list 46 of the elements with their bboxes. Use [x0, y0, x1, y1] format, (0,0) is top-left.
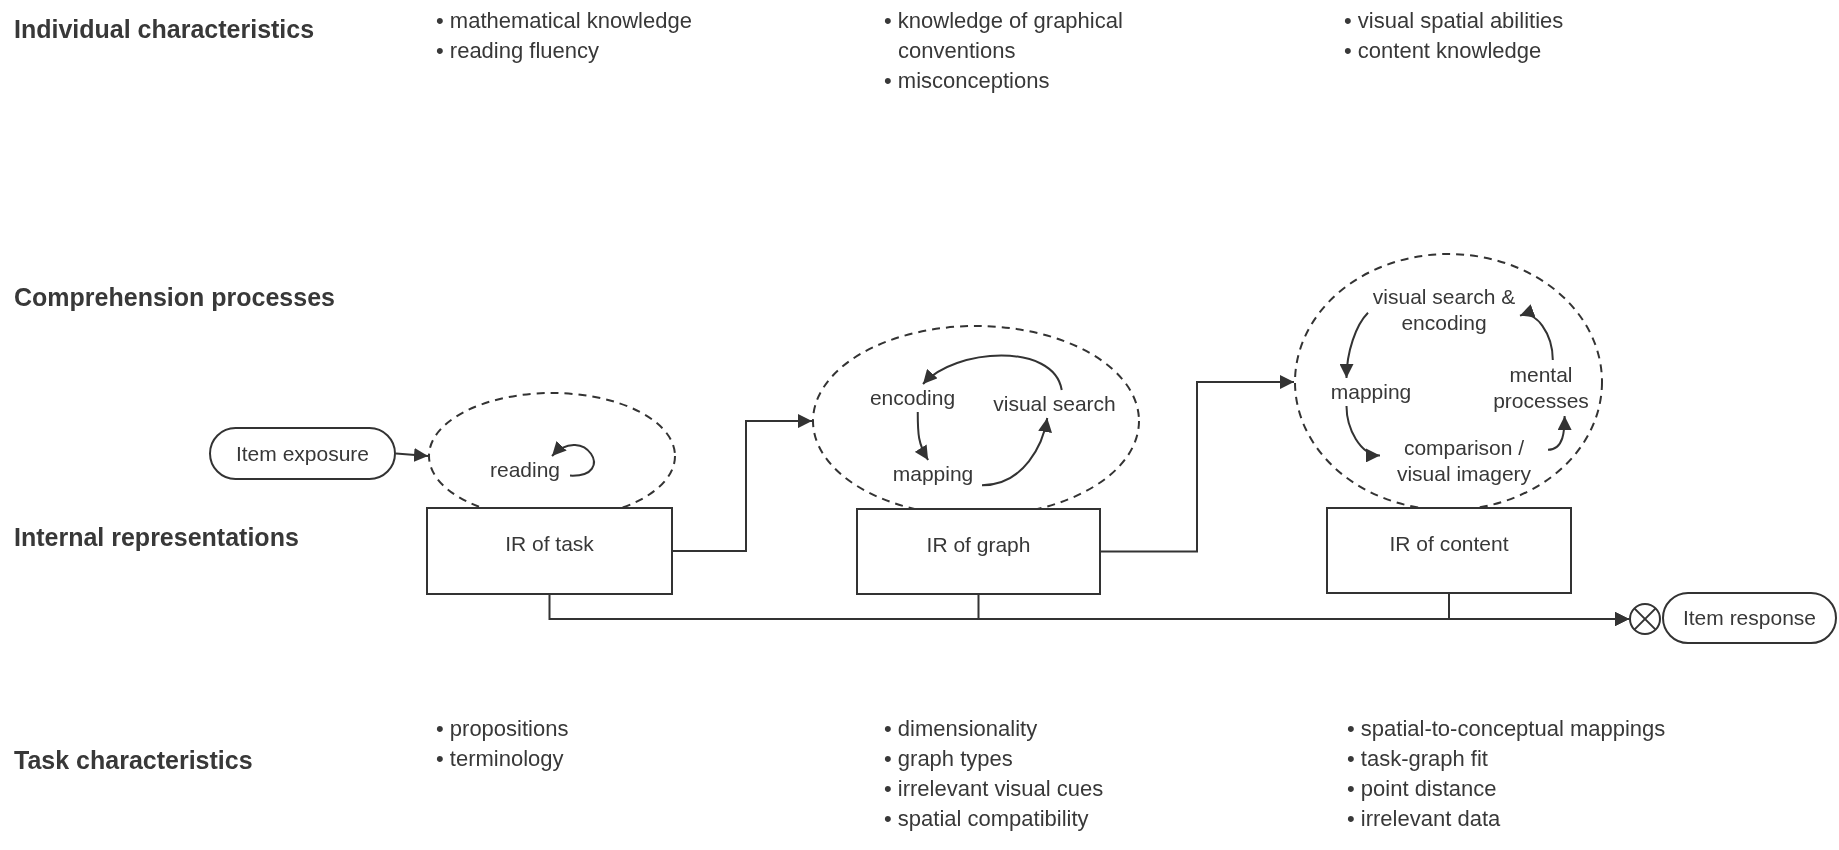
process-label: mapping	[1322, 378, 1420, 406]
list-item: • content knowledge	[1344, 37, 1543, 65]
list-item: • spatial compatibility	[884, 805, 1090, 833]
process-label: visual search & encoding	[1368, 282, 1520, 338]
list-item: • visual spatial abilities	[1344, 7, 1565, 35]
arrow	[395, 447, 429, 462]
list-item: • irrelevant visual cues	[884, 775, 1105, 803]
row-heading: Task characteristics	[14, 745, 254, 775]
arrow	[1345, 405, 1381, 461]
arrow	[914, 411, 930, 461]
process-label: mental processes	[1482, 360, 1600, 416]
list-item: • dimensionality	[884, 715, 1039, 743]
arrow	[1519, 305, 1554, 361]
list-item: • point distance	[1347, 775, 1498, 803]
arrow	[1339, 311, 1369, 379]
terminal-box: Item exposure	[209, 427, 396, 480]
list-item: • terminology	[436, 745, 565, 773]
process-box: IR of graph	[856, 508, 1101, 595]
list-item: • graph types	[884, 745, 1014, 773]
list-item: • misconceptions	[884, 67, 1051, 95]
list-item: • knowledge of graphical conventions	[884, 7, 1124, 65]
arrow	[551, 441, 595, 477]
list-item: • spatial-to-conceptual mappings	[1347, 715, 1667, 743]
arrow	[1448, 593, 1630, 626]
process-box: IR of task	[426, 507, 673, 595]
terminal-box: Item response	[1662, 592, 1837, 644]
process-label: mapping	[884, 460, 982, 488]
process-label: comparison / visual imagery	[1380, 433, 1548, 489]
row-heading: Internal representations	[14, 522, 300, 552]
list-item: • propositions	[436, 715, 570, 743]
process-label: reading	[480, 456, 570, 484]
arrow	[1547, 415, 1572, 451]
crossed-circle-symbol	[1629, 603, 1661, 635]
process-label: encoding	[860, 384, 965, 412]
list-item: • reading fluency	[436, 37, 601, 65]
process-box: IR of content	[1326, 507, 1572, 594]
list-item: • mathematical knowledge	[436, 7, 693, 35]
arrow	[922, 354, 1063, 391]
list-item: • irrelevant data	[1347, 805, 1502, 833]
arrow	[981, 417, 1052, 487]
row-heading: Comprehension processes	[14, 282, 336, 312]
arrow	[1100, 375, 1295, 553]
row-heading: Individual characteristics	[14, 14, 316, 44]
arrow	[672, 414, 813, 552]
list-item: • task-graph fit	[1347, 745, 1489, 773]
process-label: visual search	[982, 390, 1127, 418]
